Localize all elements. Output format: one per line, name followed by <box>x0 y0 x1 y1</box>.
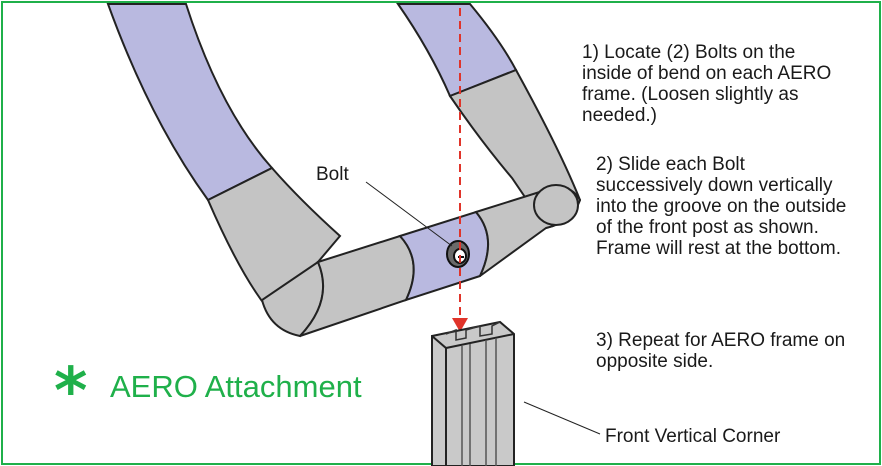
crossbar-end <box>533 184 579 226</box>
left-tube-lavender <box>106 3 274 202</box>
page-title: AERO Attachment <box>110 369 362 404</box>
bolt-leader-line <box>365 181 453 247</box>
step-1-text: 1) Locate (2) Bolts on the inside of ben… <box>582 42 832 126</box>
drop-arrow-head <box>452 318 468 332</box>
corner-leader-line <box>523 401 601 435</box>
front-post <box>431 320 515 466</box>
crossbar-lavender <box>398 210 490 302</box>
bolt-label: Bolt <box>316 164 349 185</box>
step-2-text: 2) Slide each Bolt successively down ver… <box>596 154 847 259</box>
front-vertical-corner-label: Front Vertical Corner <box>605 426 781 447</box>
step-3-text: 3) Repeat for AERO frame on opposite sid… <box>596 330 846 372</box>
asterisk-icon: * <box>54 355 88 429</box>
